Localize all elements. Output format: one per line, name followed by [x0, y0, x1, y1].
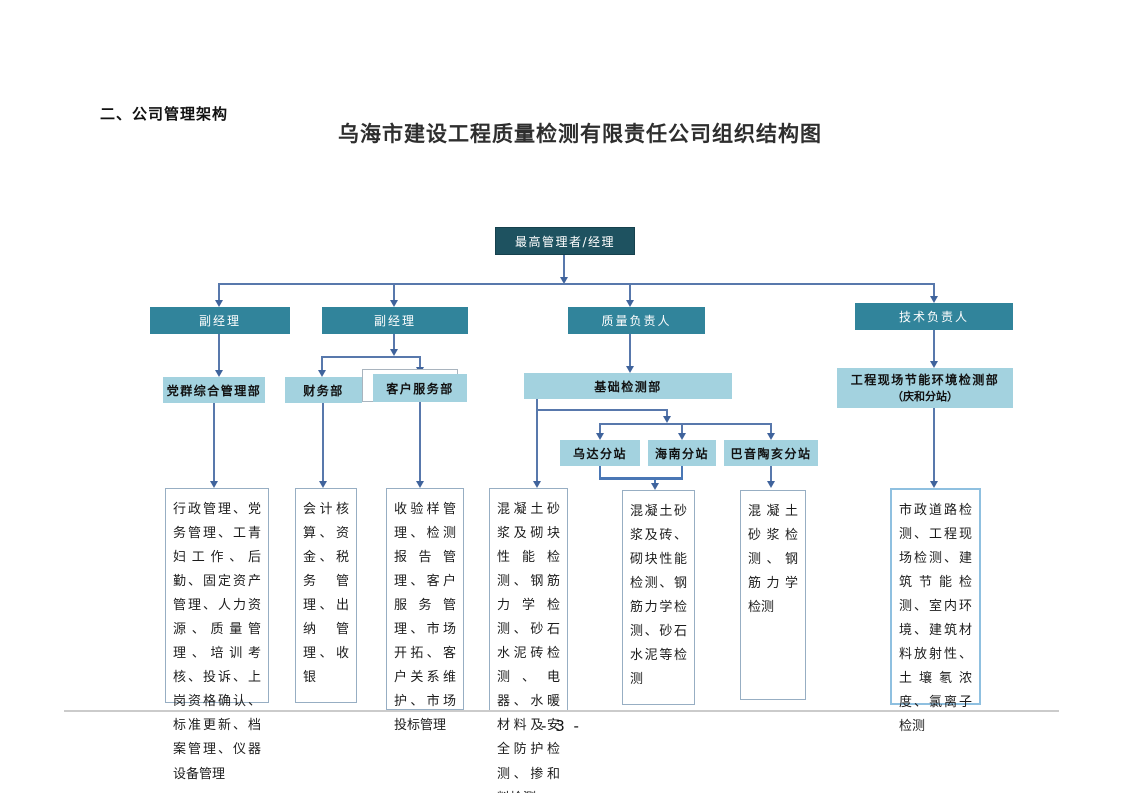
arrow-down-icon: [767, 481, 775, 488]
connector-line: [770, 466, 772, 482]
arrow-down-icon: [215, 300, 223, 307]
connector-line: [393, 334, 395, 350]
org-node-finance-dept: 财务部: [285, 377, 362, 403]
arrow-down-icon: [678, 433, 686, 440]
connector-line: [681, 466, 683, 478]
org-node-bayintaohai-station: 巴音陶亥分站: [724, 440, 818, 466]
arrow-down-icon: [215, 370, 223, 377]
arrow-down-icon: [626, 300, 634, 307]
footer-divider: [64, 710, 1059, 712]
connector-line: [419, 358, 421, 368]
arrow-down-icon: [319, 481, 327, 488]
connector-line: [599, 477, 683, 480]
dept-label: 工程现场节能环境检测部: [850, 372, 1000, 387]
connector-line: [770, 425, 772, 434]
page-number: - 3 -: [541, 717, 581, 735]
connector-line: [213, 403, 215, 482]
arrow-down-icon: [533, 481, 541, 488]
dept-sublabel: （庆和分站）: [892, 389, 958, 403]
chart-title: 乌海市建设工程质量检测有限责任公司组织结构图: [338, 122, 822, 146]
org-node-site-energy-env-dept: 工程现场节能环境检测部 （庆和分站）: [837, 368, 1013, 408]
connector-line: [321, 358, 323, 371]
arrow-down-icon: [663, 416, 671, 423]
org-node-quality-lead: 质量负责人: [568, 307, 705, 334]
org-node-technical-lead: 技术负责人: [855, 303, 1013, 330]
connector-line: [218, 285, 220, 301]
connector-line: [563, 255, 565, 278]
arrow-down-icon: [626, 366, 634, 373]
section-heading: 二、公司管理架构: [100, 105, 229, 123]
arrow-down-icon: [930, 361, 938, 368]
connector-line: [536, 399, 538, 482]
arrow-down-icon: [930, 481, 938, 488]
detail-box-stations-wuda-hainan: 混凝土砂浆及砖、砌块性能检测、钢筋力学检测、砂石水泥等检测: [622, 490, 695, 705]
arrow-down-icon: [560, 277, 568, 284]
detail-box-customer-service: 收验样管理、检测报告管理、客户服务管理、市场开拓、客户关系维护、市场投标管理: [386, 488, 464, 733]
connector-line: [321, 356, 421, 358]
detail-box-finance: 会计核算、资金、税务管理、出纳管理、收银: [295, 488, 357, 703]
org-node-deputy-manager-1: 副经理: [150, 307, 290, 334]
detail-box-party-admin: 行政管理、党务管理、工青妇工作、后勤、固定资产管理、人力资源、质量管理、培训考核…: [165, 488, 269, 782]
org-node-hainan-station: 海南分站: [648, 440, 716, 466]
connector-line: [599, 466, 601, 478]
detail-box-site-energy-env: 市政道路检测、工程现场检测、建筑节能检测、室内环境、建筑材料放射性、土壤氡浓度、…: [890, 488, 981, 734]
org-node-top-manager: 最高管理者/经理: [495, 227, 635, 255]
connector-line: [419, 402, 421, 482]
connector-line: [393, 285, 395, 301]
connector-line: [933, 330, 935, 362]
connector-line: [322, 403, 324, 482]
connector-line: [681, 425, 683, 434]
connector-line: [599, 425, 601, 434]
connector-line: [218, 334, 220, 371]
arrow-down-icon: [390, 349, 398, 356]
connector-line: [933, 408, 935, 482]
connector-line: [629, 334, 631, 367]
connector-line: [599, 423, 772, 425]
arrow-down-icon: [651, 483, 659, 490]
connector-line: [218, 283, 935, 285]
arrow-down-icon: [930, 296, 938, 303]
org-node-basic-testing-dept: 基础检测部: [524, 373, 732, 399]
detail-box-basic-testing: 混凝土砂浆及砌块性能检测、钢筋力学检测、砂石水泥砖检测、电器、水暖材料及安全防护…: [489, 488, 568, 793]
connector-line: [933, 285, 935, 297]
connector-line: [654, 479, 656, 484]
arrow-down-icon: [318, 370, 326, 377]
arrow-down-icon: [390, 300, 398, 307]
detail-box-bayintaohai: 混凝土砂浆检测、钢筋力学检测: [740, 490, 806, 700]
org-node-wuda-station: 乌达分站: [560, 440, 640, 466]
arrow-down-icon: [210, 481, 218, 488]
org-node-customer-service-dept: 客户服务部: [373, 374, 467, 402]
org-node-deputy-manager-2: 副经理: [322, 307, 468, 334]
connector-line: [629, 285, 631, 301]
arrow-down-icon: [416, 481, 424, 488]
arrow-down-icon: [767, 433, 775, 440]
connector-line: [537, 409, 667, 411]
arrow-down-icon: [596, 433, 604, 440]
connector-line: [666, 409, 668, 417]
org-node-party-admin-dept: 党群综合管理部: [163, 377, 265, 403]
